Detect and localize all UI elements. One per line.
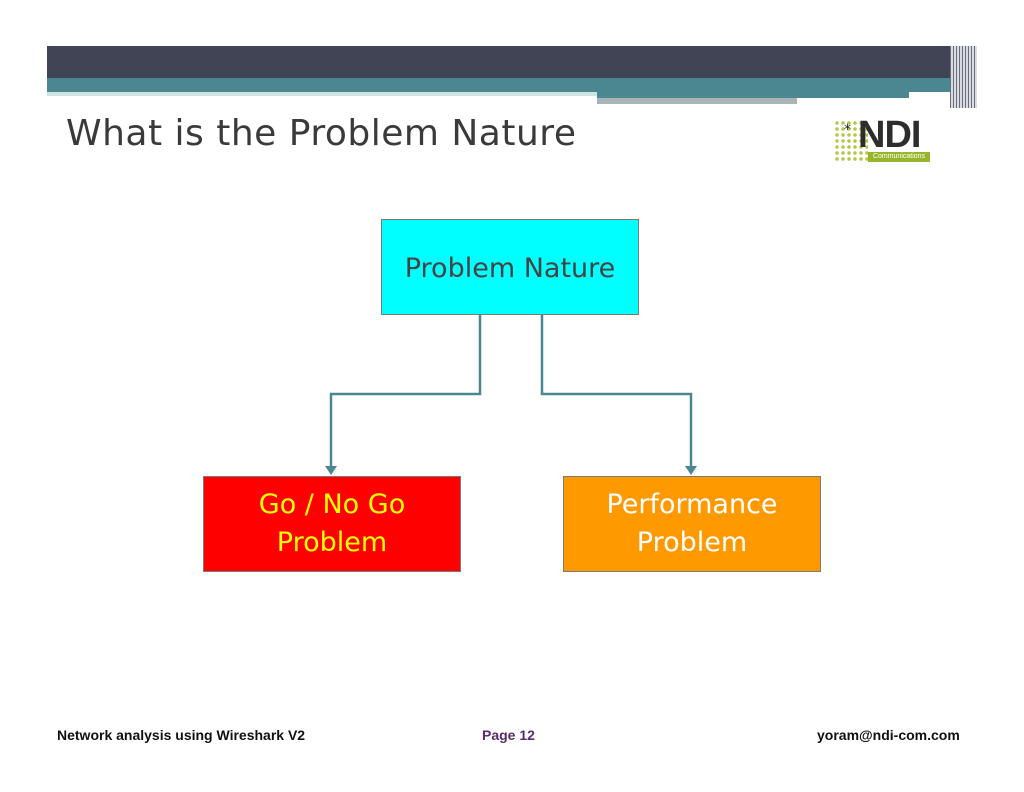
node-problem-nature-label: Problem Nature (404, 253, 616, 284)
header-bar-light (47, 92, 597, 96)
ndi-logo: * NDI Communications (834, 114, 932, 164)
header-bar-teal-accent (597, 92, 909, 98)
connector-root-to-performance (540, 315, 693, 468)
logo-dots-icon (834, 120, 868, 162)
node-go-no-go-label: Go / No Go Problem (258, 489, 406, 558)
connector-root-to-go-no-go (329, 315, 482, 468)
header-bar-grey-accent (597, 98, 797, 104)
node-problem-nature: Problem Nature (381, 219, 639, 315)
footer-page-number: Page 12 (482, 727, 535, 743)
node-go-no-go-problem: Go / No Go Problem (203, 476, 461, 572)
logo-star-icon: * (844, 122, 851, 138)
logo-brand: NDI (858, 114, 921, 156)
logo-subtitle: Communications (868, 152, 930, 162)
header-stripes (950, 46, 977, 108)
header-bar-dark (47, 46, 977, 78)
node-performance-problem: Performance Problem (563, 476, 821, 572)
arrow-head-left (325, 466, 337, 475)
slide-title: What is the Problem Nature (66, 113, 577, 154)
node-performance-label: Performance Problem (606, 489, 778, 558)
footer-email: yoram@ndi-com.com (817, 727, 960, 743)
header-bar-teal (47, 78, 977, 92)
footer-presentation-name: Network analysis using Wireshark V2 (57, 727, 306, 743)
arrow-head-right (685, 466, 697, 475)
